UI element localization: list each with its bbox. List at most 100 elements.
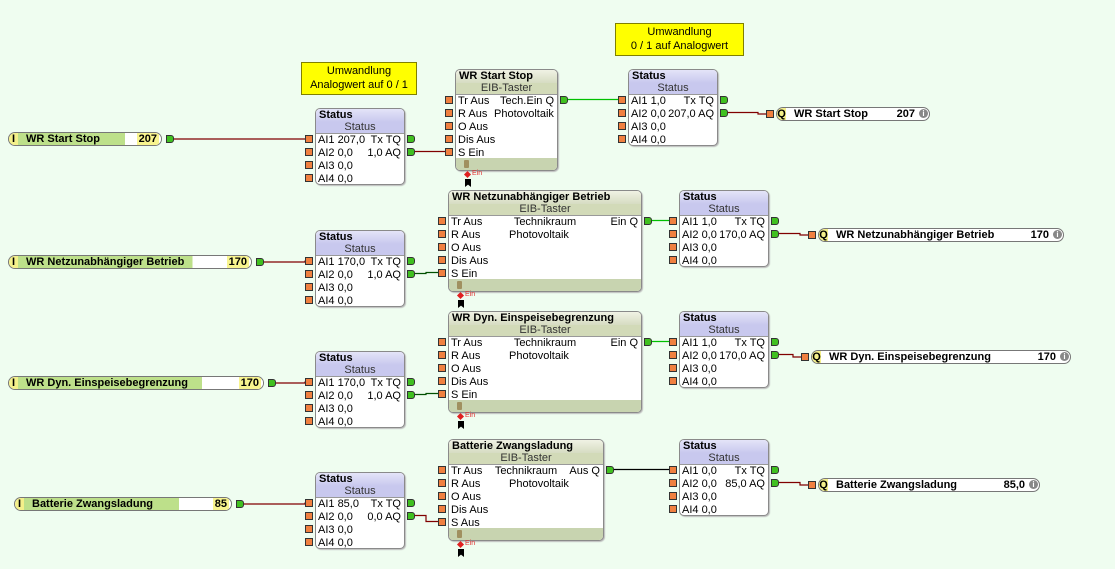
input-port[interactable] [669,491,677,500]
input-port[interactable] [305,173,313,182]
output-port[interactable] [560,95,568,104]
output-port[interactable] [644,216,652,225]
output-port[interactable] [407,377,415,386]
wire[interactable] [415,271,438,275]
output-port[interactable] [166,135,174,143]
info-icon[interactable]: i [1060,352,1069,361]
output-port[interactable] [407,256,415,265]
input-port[interactable] [669,478,677,487]
wire[interactable] [728,111,768,115]
input-port[interactable] [305,511,313,520]
input-port[interactable] [438,255,446,264]
output-port[interactable] [236,500,244,508]
input-port[interactable] [305,403,313,412]
input-port[interactable] [669,255,677,264]
output-port[interactable] [771,229,779,238]
input-port[interactable] [305,537,313,546]
input-port[interactable] [618,108,626,117]
input-port[interactable] [438,517,446,526]
input-port[interactable] [669,465,677,474]
input-port[interactable] [808,231,816,239]
output-port[interactable] [771,337,779,346]
input-port[interactable] [445,121,453,130]
output-port[interactable] [771,478,779,487]
input-port[interactable] [305,134,313,143]
wire[interactable] [415,514,438,523]
wire[interactable] [174,138,306,140]
input-port[interactable] [669,504,677,513]
input-port[interactable] [438,363,446,372]
output-port[interactable] [407,511,415,520]
output-port[interactable] [407,147,415,156]
wire[interactable] [779,353,803,358]
input-port[interactable] [438,337,446,346]
output-port[interactable] [606,465,614,474]
wire[interactable] [779,481,810,486]
output-port[interactable] [771,465,779,474]
info-icon[interactable]: i [1029,480,1038,489]
wire[interactable] [276,381,306,384]
input-port[interactable] [305,390,313,399]
output-port[interactable] [771,350,779,359]
input-port[interactable] [305,295,313,304]
input-port[interactable] [438,376,446,385]
input-port[interactable] [438,478,446,487]
input-port[interactable] [305,282,313,291]
input-port[interactable] [445,108,453,117]
output-port[interactable] [256,258,264,266]
output-port[interactable] [771,216,779,225]
input-port[interactable] [438,504,446,513]
output-port[interactable] [407,134,415,143]
input-port[interactable] [669,216,677,225]
output-port[interactable] [720,95,728,104]
input-port[interactable] [305,416,313,425]
input-port[interactable] [808,481,816,489]
wire[interactable] [264,260,306,263]
input-port[interactable] [305,498,313,507]
wire[interactable] [244,502,306,505]
info-icon[interactable]: i [919,109,928,118]
input-port[interactable] [438,268,446,277]
input-port[interactable] [438,389,446,398]
input-port[interactable] [438,242,446,251]
input-port[interactable] [801,353,809,361]
input-port[interactable] [305,147,313,156]
input-port[interactable] [669,350,677,359]
input-port[interactable] [445,95,453,104]
input-port[interactable] [669,229,677,238]
input-port[interactable] [618,121,626,130]
input-port[interactable] [305,160,313,169]
input-port[interactable] [669,337,677,346]
input-port[interactable] [305,524,313,533]
output-port[interactable] [407,498,415,507]
output-port[interactable] [644,337,652,346]
output-port[interactable] [407,390,415,399]
input-port[interactable] [618,134,626,143]
wire[interactable] [779,232,810,236]
input-port[interactable] [669,376,677,385]
input-port[interactable] [618,95,626,104]
input-port[interactable] [766,110,774,118]
input-port[interactable] [445,147,453,156]
input-port[interactable] [438,350,446,359]
input-port[interactable] [438,491,446,500]
input-port[interactable] [305,377,313,386]
input-port[interactable] [305,256,313,265]
output-port[interactable] [720,108,728,117]
